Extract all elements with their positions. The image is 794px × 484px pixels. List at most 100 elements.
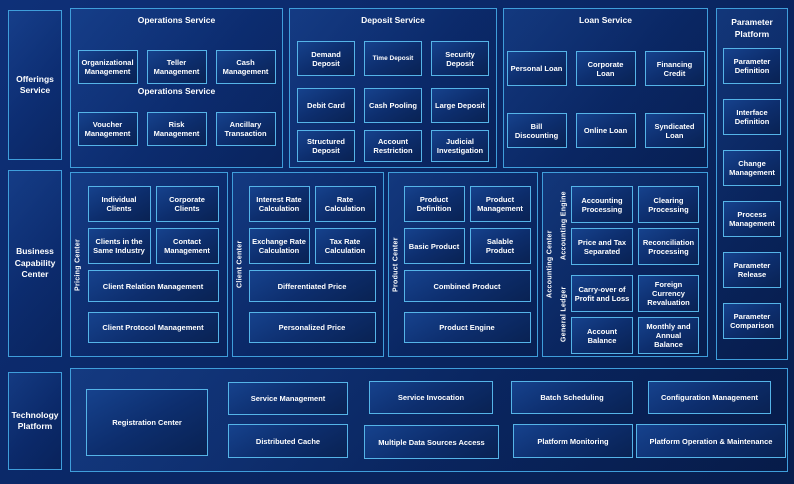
service-box-bill-discounting: Bill Discounting <box>506 113 567 148</box>
deposit-service-title: Deposit Service <box>361 15 425 25</box>
technology-platform-label: Technology Platform <box>11 409 59 431</box>
service-box-foreign-currency-revaluation: Foreign Currency Revaluation <box>638 275 699 312</box>
technology-platform-panel: Registration Center Service Management S… <box>70 368 788 472</box>
pricing-center-panel: Pricing Center Individual Clients Corpor… <box>70 172 228 357</box>
service-box-change-management: Change Management <box>723 150 781 186</box>
service-box-product-engine: Product Engine <box>403 312 531 343</box>
parameter-platform-items: Parameter Definition Interface Definitio… <box>723 48 781 339</box>
deposit-row-2: Debit Card Cash Pooling Large Deposit <box>290 88 496 123</box>
loan-row-1: Personal Loan Corporate Loan Financing C… <box>504 51 707 86</box>
sidebar-business-capability-center: Business Capability Center <box>8 170 62 357</box>
service-box-teller-management: Teller Management <box>146 50 207 84</box>
service-box-service-invocation: Service Invocation <box>369 381 493 414</box>
service-box-structured-deposit: Structured Deposit <box>297 130 355 162</box>
operations-service-mid-title: Operations Service <box>137 86 216 96</box>
service-box-price-and-tax-separated: Price and Tax Separated <box>571 228 633 265</box>
service-box-debit-card: Debit Card <box>297 88 355 123</box>
service-box-syndicated-loan: Syndicated Loan <box>644 113 705 148</box>
service-box-voucher-management: Voucher Management <box>77 112 138 146</box>
service-box-platform-monitoring: Platform Monitoring <box>513 424 633 458</box>
offerings-service-label: Offerings Service <box>16 73 54 95</box>
service-box-time-deposit: Time Deposit <box>364 41 422 76</box>
sidebar-offerings-service: Offerings Service <box>8 10 62 160</box>
service-box-risk-management: Risk Management <box>146 112 207 146</box>
service-box-carry-over-profit-loss: Carry-over of Profit and Loss <box>571 275 633 312</box>
service-box-organizational-management: Organizational Management <box>77 50 138 84</box>
service-box-combined-product: Combined Product <box>403 270 531 302</box>
operations-service-title: Operations Service <box>137 15 216 25</box>
loan-row-2: Bill Discounting Online Loan Syndicated … <box>504 113 707 148</box>
operations-row-2: Voucher Management Risk Management Ancil… <box>71 112 282 146</box>
service-box-client-relation-management: Client Relation Management <box>87 270 219 302</box>
accounting-center-panel: Accounting Center Accounting Engine Acco… <box>542 172 708 357</box>
deposit-service-panel: Deposit Service Demand Deposit Time Depo… <box>289 8 497 168</box>
service-box-differentiated-price: Differentiated Price <box>248 270 376 302</box>
pricing-center-content: Individual Clients Corporate Clients Cli… <box>85 173 227 356</box>
service-box-monthly-annual-balance: Monthly and Annual Balance <box>638 317 699 354</box>
service-box-clients-same-industry: Clients in the Same Industry <box>87 228 151 264</box>
service-box-personal-loan: Personal Loan <box>506 51 567 86</box>
service-box-cash-management: Cash Management <box>215 50 276 84</box>
sidebar-technology-platform: Technology Platform <box>8 372 62 470</box>
service-box-multiple-data-sources-access: Multiple Data Sources Access <box>364 425 499 459</box>
service-box-parameter-release: Parameter Release <box>723 252 781 288</box>
general-ledger-group: General Ledger Carry-over of Profit and … <box>557 275 707 354</box>
service-box-platform-operation-maintenance: Platform Operation & Maintenance <box>636 424 786 458</box>
service-box-individual-clients: Individual Clients <box>87 186 151 222</box>
service-box-interface-definition: Interface Definition <box>723 99 781 135</box>
service-box-personalized-price: Personalized Price <box>248 312 376 343</box>
service-box-demand-deposit: Demand Deposit <box>297 41 355 76</box>
service-box-parameter-comparison: Parameter Comparison <box>723 303 781 339</box>
service-box-rate-calculation: Rate Calculation <box>314 186 376 222</box>
client-center-content: Interest Rate Calculation Rate Calculati… <box>247 173 383 356</box>
service-box-registration-center: Registration Center <box>86 389 208 456</box>
service-box-security-deposit: Security Deposit <box>431 41 489 76</box>
service-box-corporate-loan: Corporate Loan <box>575 51 636 86</box>
service-box-online-loan: Online Loan <box>575 113 636 148</box>
service-box-tax-rate-calculation: Tax Rate Calculation <box>314 228 376 264</box>
service-box-process-management: Process Management <box>723 201 781 237</box>
service-box-contact-management: Contact Management <box>155 228 219 264</box>
service-box-judicial-investigation: Judicial Investigation <box>431 130 489 162</box>
service-box-interest-rate-calculation: Interest Rate Calculation <box>248 186 310 222</box>
deposit-row-3: Structured Deposit Account Restriction J… <box>290 130 496 162</box>
loan-service-title: Loan Service <box>579 15 632 25</box>
product-center-vertical-label: Product Center <box>392 237 400 292</box>
parameter-platform-title-line1: Parameter <box>731 17 773 27</box>
business-capability-center-label: Business Capability Center <box>14 246 56 280</box>
product-center-panel: Product Center Product Definition Produc… <box>388 172 538 357</box>
pricing-center-vertical-label: Pricing Center <box>74 238 82 291</box>
service-box-client-protocol-management: Client Protocol Management <box>87 312 219 343</box>
service-box-exchange-rate-calculation: Exchange Rate Calculation <box>248 228 310 264</box>
service-box-financing-credit: Financing Credit <box>644 51 705 86</box>
client-center-panel: Client Center Interest Rate Calculation … <box>232 172 384 357</box>
service-box-large-deposit: Large Deposit <box>431 88 489 123</box>
service-box-service-management: Service Management <box>228 382 348 415</box>
service-box-account-restriction: Account Restriction <box>364 130 422 162</box>
accounting-engine-vertical-label: Accounting Engine <box>560 191 568 260</box>
service-box-corporate-clients: Corporate Clients <box>155 186 219 222</box>
general-ledger-vertical-label: General Ledger <box>560 286 568 343</box>
service-box-basic-product: Basic Product <box>403 228 465 264</box>
service-box-accounting-processing: Accounting Processing <box>571 186 633 223</box>
service-box-product-definition: Product Definition <box>403 186 465 222</box>
deposit-row-1: Demand Deposit Time Deposit Security Dep… <box>290 41 496 76</box>
client-center-vertical-label: Client Center <box>236 240 244 289</box>
service-box-distributed-cache: Distributed Cache <box>228 424 348 458</box>
service-box-batch-scheduling: Batch Scheduling <box>511 381 633 414</box>
service-box-salable-product: Salable Product <box>469 228 531 264</box>
service-box-parameter-definition: Parameter Definition <box>723 48 781 84</box>
service-box-clearing-processing: Clearing Processing <box>638 186 699 223</box>
operations-row-1: Organizational Management Teller Managem… <box>71 50 282 84</box>
service-box-product-management: Product Management <box>469 186 531 222</box>
service-box-account-balance: Account Balance <box>571 317 633 354</box>
service-box-reconciliation-processing: Reconciliation Processing <box>638 228 699 265</box>
accounting-center-vertical-label: Accounting Center <box>546 230 554 299</box>
loan-service-panel: Loan Service Personal Loan Corporate Loa… <box>503 8 708 168</box>
accounting-groups: Accounting Engine Accounting Processing … <box>557 173 707 356</box>
service-box-ancillary-transaction: Ancillary Transaction <box>215 112 276 146</box>
parameter-platform-panel: Parameter Platform Parameter Definition … <box>716 8 788 360</box>
service-box-configuration-management: Configuration Management <box>648 381 771 414</box>
product-center-content: Product Definition Product Management Ba… <box>403 173 537 356</box>
